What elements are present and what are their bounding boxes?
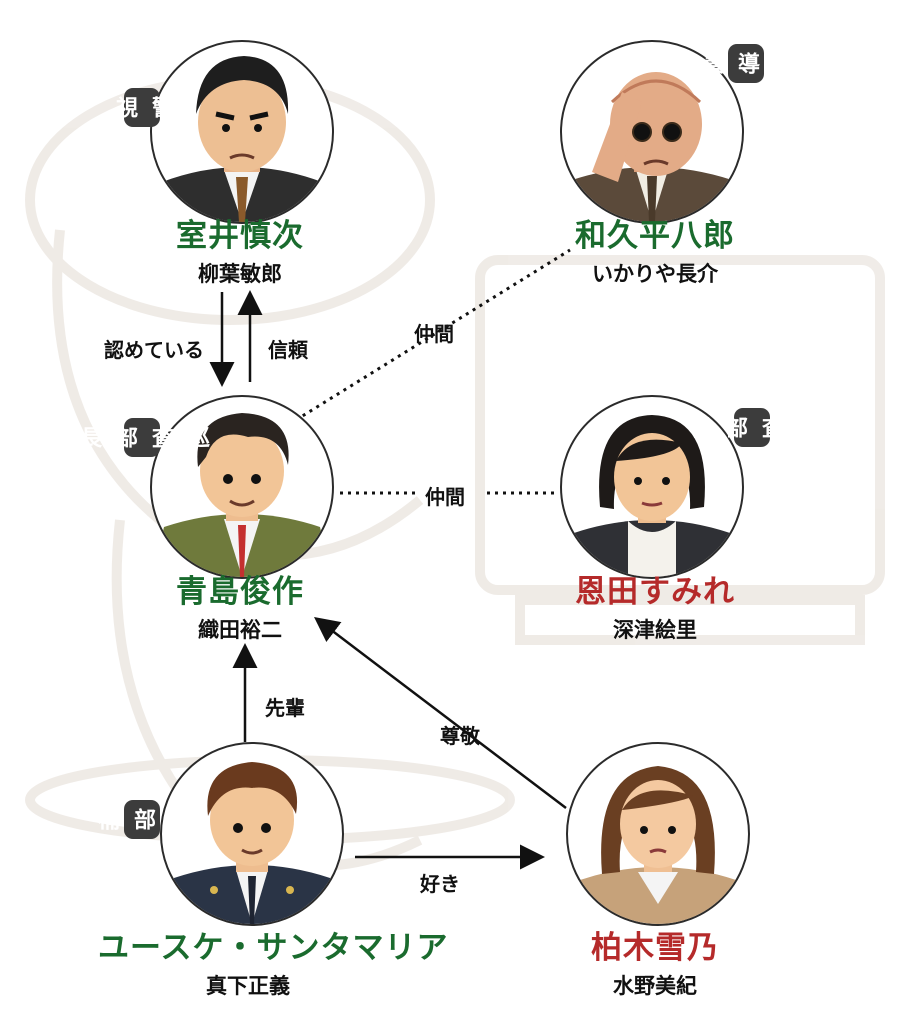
- actor-name-muroi: 柳葉敏郎: [198, 262, 282, 286]
- relation-label-mashita-to-aoshima: 先輩: [265, 696, 305, 720]
- relation-label-kashiwagi-to-aoshima: 尊敬: [440, 724, 480, 748]
- actor-name-mashita: 真下正義: [206, 974, 290, 998]
- arrow-kashiwagi-to-aoshima: [314, 616, 567, 809]
- relation-label-aoshima-wakuhira: 仲間: [414, 322, 454, 346]
- relation-label-muroi-to-aoshima: 認めている: [104, 338, 204, 362]
- avatar-muroi: [150, 40, 334, 224]
- avatar-onda: [560, 395, 744, 579]
- actor-name-kashiwagi: 水野美紀: [613, 974, 697, 998]
- role-name-kashiwagi: 柏木雪乃: [591, 930, 719, 966]
- actor-name-wakuhira: いかりや長介: [592, 262, 718, 286]
- role-name-wakuhira: 和久平八郎: [575, 218, 735, 254]
- role-name-onda: 恩田すみれ: [575, 574, 735, 610]
- badge-onda: 巡査部長: [686, 408, 819, 447]
- relation-label-aoshima-onda: 仲間: [425, 485, 465, 509]
- role-name-muroi: 室井慎次: [176, 218, 304, 254]
- avatar-mashita: [160, 742, 344, 926]
- line-aoshima-wakuhira: [295, 248, 571, 422]
- actor-name-aoshima: 織田裕二: [198, 618, 282, 642]
- badge-mashita: 警部補: [94, 800, 191, 839]
- badge-wakuhira: 指導員: [698, 44, 795, 83]
- avatar-kashiwagi: [566, 742, 750, 926]
- role-name-mashita: ユースケ・サンタマリア: [98, 930, 449, 966]
- relation-label-mashita-to-kashiwagi: 好き: [420, 872, 460, 896]
- avatar-wakuhira: [560, 40, 744, 224]
- actor-name-onda: 深津絵里: [613, 618, 697, 642]
- avatar-aoshima: [150, 395, 334, 579]
- badge-aoshima: 巡査部長: [76, 418, 209, 457]
- relation-label-aoshima-to-muroi: 信頼: [268, 338, 308, 362]
- role-name-aoshima: 青島俊作: [176, 574, 304, 610]
- badge-muroi: 警視: [112, 88, 173, 127]
